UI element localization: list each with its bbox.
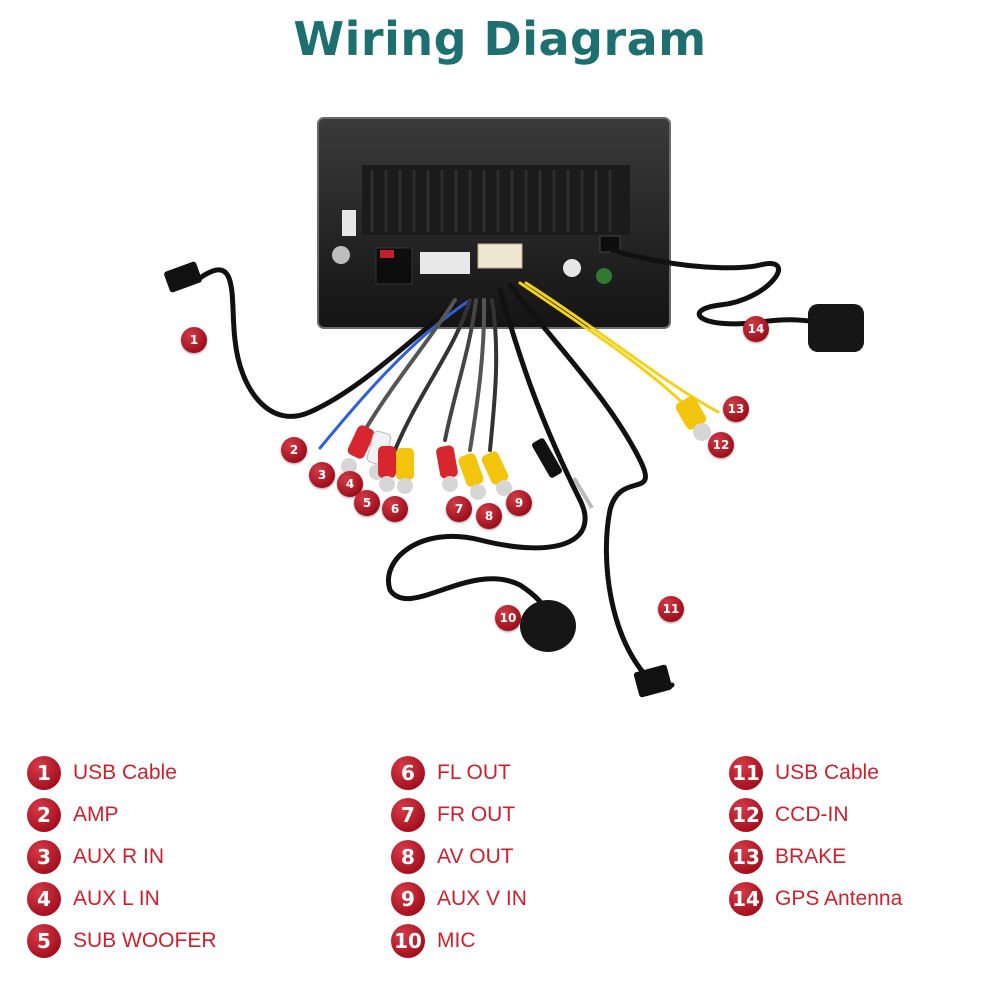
callout-11: 11: [658, 596, 684, 622]
legend-number: 7: [391, 798, 425, 832]
legend-label: FR OUT: [437, 803, 516, 826]
legend-number: 10: [391, 924, 425, 958]
rca-connector-yellow-3: [481, 451, 512, 496]
wiring-diagram: [164, 117, 864, 698]
legend-item-10: 10 MIC: [391, 922, 476, 960]
callout-8: 8: [476, 503, 502, 529]
legend-number: 13: [729, 840, 763, 874]
legend-item-12: 12 CCD-IN: [729, 796, 849, 834]
legend-item-13: 13 BRAKE: [729, 838, 846, 876]
legend-number: 14: [729, 882, 763, 916]
rca-connector-yellow-1: [396, 448, 414, 494]
callout-5: 5: [354, 490, 380, 516]
callout-10: 10: [495, 605, 521, 631]
rca-connector-red-3: [436, 445, 458, 492]
callout-14: 14: [743, 316, 769, 342]
usb-plug-left: [164, 261, 202, 293]
legend-number: 9: [391, 882, 425, 916]
rca-connector-yellow-2: [458, 453, 486, 500]
callout-1: 1: [181, 327, 207, 353]
legend-number: 12: [729, 798, 763, 832]
legend-item-14: 14 GPS Antenna: [729, 880, 902, 918]
plug-35mm: [532, 438, 594, 510]
legend-label: AUX V IN: [437, 887, 527, 910]
legend-item-4: 4 AUX L IN: [27, 880, 160, 918]
callout-9: 9: [506, 490, 532, 516]
legend-label: USB Cable: [775, 761, 879, 784]
legend-number: 2: [27, 798, 61, 832]
legend-label: MIC: [437, 929, 476, 952]
rca-connector-red-1: [341, 425, 375, 474]
legend-label: AUX R IN: [73, 845, 165, 868]
legend-label: FL OUT: [437, 761, 511, 784]
callout-3: 3: [309, 462, 335, 488]
legend-number: 8: [391, 840, 425, 874]
legend-label: SUB WOOFER: [73, 929, 217, 952]
legend-item-11: 11 USB Cable: [729, 754, 879, 792]
head-unit: [317, 117, 671, 329]
legend-number: 1: [27, 756, 61, 790]
callout-13: 13: [723, 396, 749, 422]
legend-label: AV OUT: [437, 845, 514, 868]
legend-number: 3: [27, 840, 61, 874]
callout-7: 7: [446, 496, 472, 522]
legend-item-1: 1 USB Cable: [27, 754, 177, 792]
legend-item-8: 8 AV OUT: [391, 838, 514, 876]
legend-item-6: 6 FL OUT: [391, 754, 511, 792]
mic-puck: [520, 600, 576, 652]
legend-label: CCD-IN: [775, 803, 849, 826]
callout-2: 2: [281, 437, 307, 463]
page-title: Wiring Diagram: [293, 12, 707, 66]
rca-connector-red-2: [378, 446, 396, 492]
usb-plug-right: [633, 664, 673, 698]
legend-label: AUX L IN: [73, 887, 160, 910]
callout-12: 12: [708, 432, 734, 458]
legend-number: 4: [27, 882, 61, 916]
legend-item-2: 2 AMP: [27, 796, 119, 834]
legend-item-9: 9 AUX V IN: [391, 880, 527, 918]
legend-item-3: 3 AUX R IN: [27, 838, 164, 876]
legend-label: USB Cable: [73, 761, 177, 784]
legend-number: 6: [391, 756, 425, 790]
gps-antenna-puck: [808, 304, 864, 352]
legend-number: 5: [27, 924, 61, 958]
legend-number: 11: [729, 756, 763, 790]
legend-item-7: 7 FR OUT: [391, 796, 515, 834]
legend-label: AMP: [73, 803, 119, 826]
legend-label: BRAKE: [775, 845, 847, 868]
legend-label: GPS Antenna: [775, 887, 903, 910]
legend-item-5: 5 SUB WOOFER: [27, 922, 217, 960]
rca-connector-yellow-4: [675, 396, 711, 441]
callout-6: 6: [382, 496, 408, 522]
